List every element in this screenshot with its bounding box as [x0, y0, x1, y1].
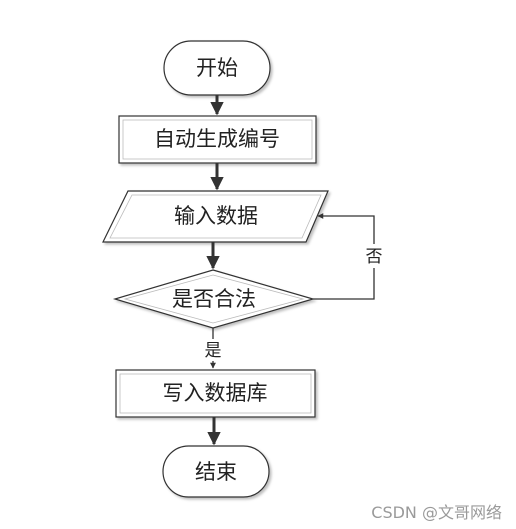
start-label: 开始	[196, 56, 238, 80]
watermark: CSDN @文哥网络	[371, 503, 502, 522]
validity-check-node: 是否合法	[112, 269, 316, 329]
yes-label-bg	[201, 339, 225, 361]
start-node: 开始	[163, 40, 271, 96]
input-data-label: 输入数据	[174, 204, 258, 228]
end-label: 结束	[195, 460, 237, 484]
write-database-label: 写入数据库	[163, 381, 268, 405]
input-data-node: 输入数据	[102, 190, 329, 243]
end-node: 结束	[162, 445, 270, 498]
edge-yes-label: 是	[205, 341, 222, 361]
write-database-node: 写入数据库	[115, 369, 316, 418]
generate-number-label: 自动生成编号	[154, 127, 280, 151]
no-label-bg	[362, 244, 386, 268]
validity-check-label: 是否合法	[172, 287, 256, 311]
edge-no-label: 否	[366, 247, 383, 267]
generate-number-node: 自动生成编号	[118, 115, 317, 164]
